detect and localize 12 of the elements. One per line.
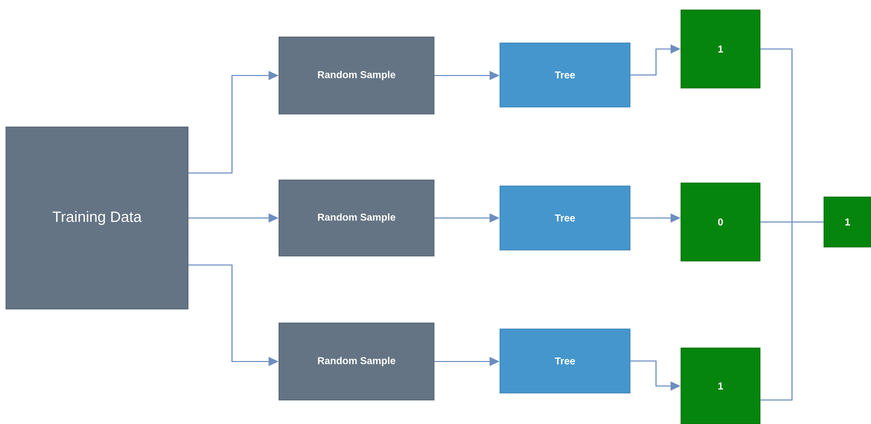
vote-box: 1 bbox=[680, 348, 760, 424]
data-box: Training Data bbox=[6, 126, 188, 310]
sample-box: Random Sample bbox=[278, 322, 434, 400]
sample-box: Random Sample bbox=[278, 180, 434, 256]
vote-box: 1 bbox=[680, 10, 760, 88]
tree-box: Tree bbox=[500, 328, 630, 394]
vote-box: 0 bbox=[680, 182, 760, 262]
connector-line bbox=[760, 221, 824, 401]
tree-box: Tree bbox=[500, 186, 630, 250]
result-box: 1 bbox=[824, 196, 871, 248]
tree-box: Tree bbox=[500, 42, 630, 108]
sample-box: Random Sample bbox=[278, 36, 434, 114]
